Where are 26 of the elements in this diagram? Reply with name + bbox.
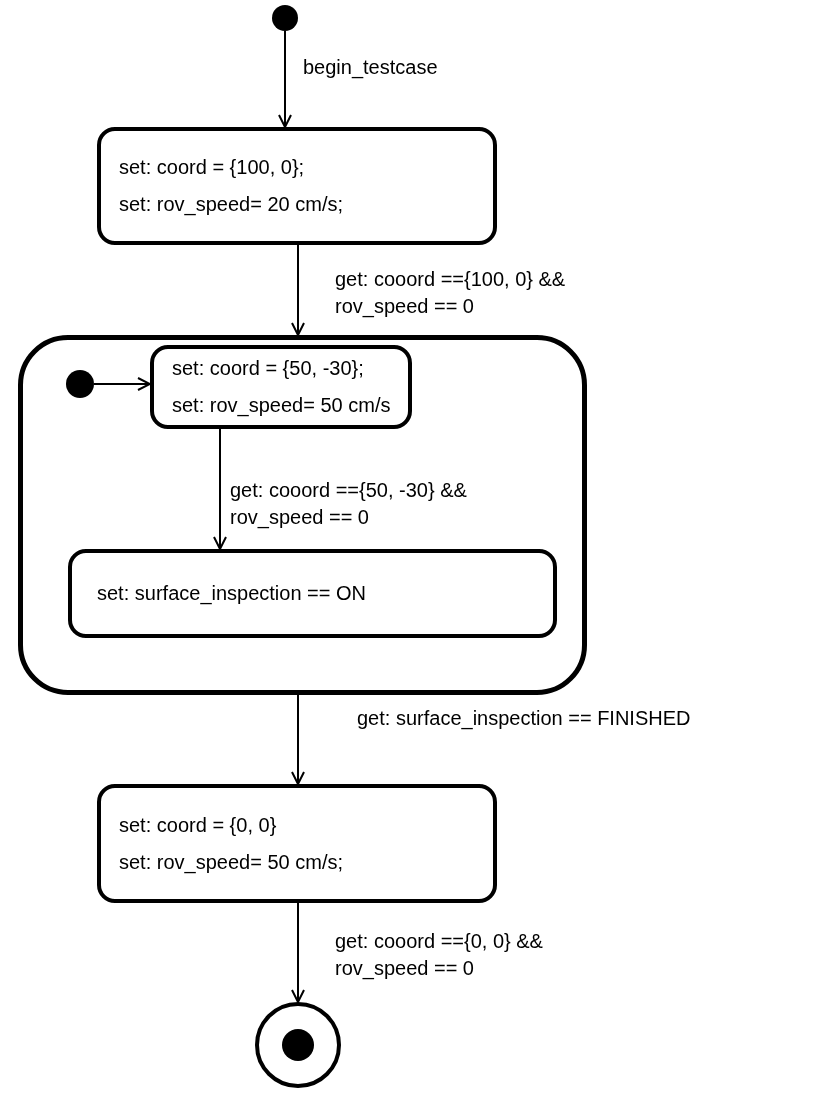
state-action: set: rov_speed= 20 cm/s; <box>119 192 344 218</box>
initial-state <box>272 5 298 31</box>
state-action: set: coord = {0, 0} <box>119 812 278 838</box>
transition-arrow <box>93 377 151 391</box>
transition-arrow <box>278 30 292 128</box>
transition-arrow <box>291 902 305 1003</box>
edge-label: get: surface_inspection == FINISHED <box>357 706 691 732</box>
state-action: set: rov_speed= 50 cm/s; <box>119 849 344 876</box>
state-action: set: rov_speed= 50 cm/s <box>172 393 392 419</box>
edge-label: begin_testcase <box>303 55 438 81</box>
state-action: set: coord = {50, -30}; <box>172 356 365 381</box>
edge-label: get: cooord =={0, 0} && rov_speed == 0 <box>335 929 544 982</box>
state-box <box>97 784 497 903</box>
transition-arrow <box>291 694 305 785</box>
edge-label: get: cooord =={100, 0} && rov_speed == 0 <box>335 267 567 320</box>
state-box <box>150 345 412 429</box>
composite-state <box>18 335 587 695</box>
edge-label: get: cooord =={50, -30} && rov_speed == 0 <box>230 478 468 531</box>
state-box <box>68 549 557 638</box>
transition-arrow <box>213 428 227 550</box>
state-action: set: surface_inspection == ON <box>97 581 368 607</box>
state-box <box>97 127 497 245</box>
transition-arrow <box>291 244 305 336</box>
initial-state <box>66 370 94 398</box>
state-action: set: coord = {100, 0}; <box>119 155 306 180</box>
final-state <box>255 1002 341 1088</box>
